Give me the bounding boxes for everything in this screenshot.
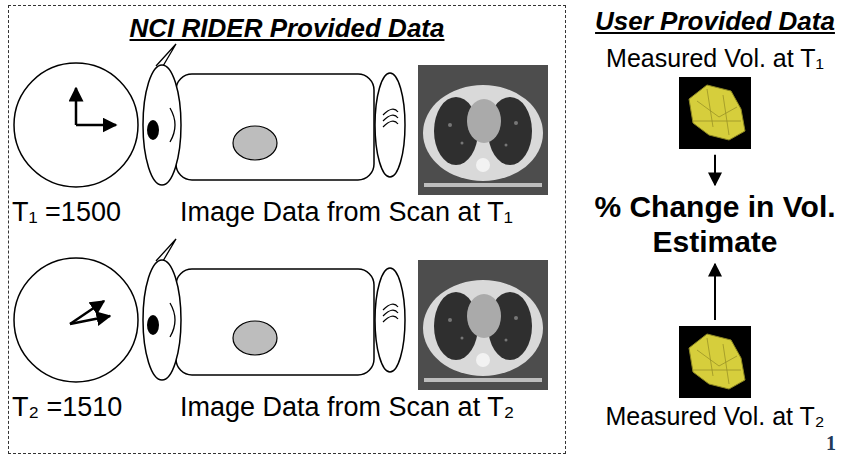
node-text: Measured Vol. at T₁: [580, 44, 850, 73]
flow-arrow: [714, 155, 716, 185]
time-label: T₂ =1510: [12, 392, 122, 423]
dashed-group-box: NCI RIDER Provided Data: [8, 5, 566, 454]
flow-arrow: [714, 264, 716, 320]
volume-render: [679, 326, 751, 398]
page-number: 1: [826, 432, 836, 455]
volume-box: Measured Vol. at T₂: [580, 322, 850, 431]
volume-box: Measured Vol. at T₁: [580, 44, 850, 153]
ct-scanner-t2: [143, 239, 405, 380]
time-label: T₁ =1500: [12, 197, 121, 228]
column-heading: User Provided Data: [595, 6, 835, 37]
volume-render-svg: [679, 77, 751, 149]
clock-t2: [14, 258, 138, 382]
ct-scanner-t1: [143, 44, 405, 185]
volume-render: [679, 77, 751, 149]
node-text: % Change in Vol. Estimate: [580, 190, 850, 259]
result-box: % Change in Vol. Estimate: [580, 186, 850, 263]
scan-label: Image Data from Scan at T₂: [180, 392, 514, 423]
node-text: NCI RIDER Provided Data: [9, 14, 565, 44]
ct-image-t2: [418, 260, 548, 390]
node-text: Measured Vol. at T₂: [580, 402, 850, 431]
clock-t1: [14, 63, 138, 187]
volume-render-svg: [679, 326, 751, 398]
ct-image-t1: [418, 65, 548, 195]
scan-label: Image Data from Scan at T₁: [180, 197, 513, 228]
